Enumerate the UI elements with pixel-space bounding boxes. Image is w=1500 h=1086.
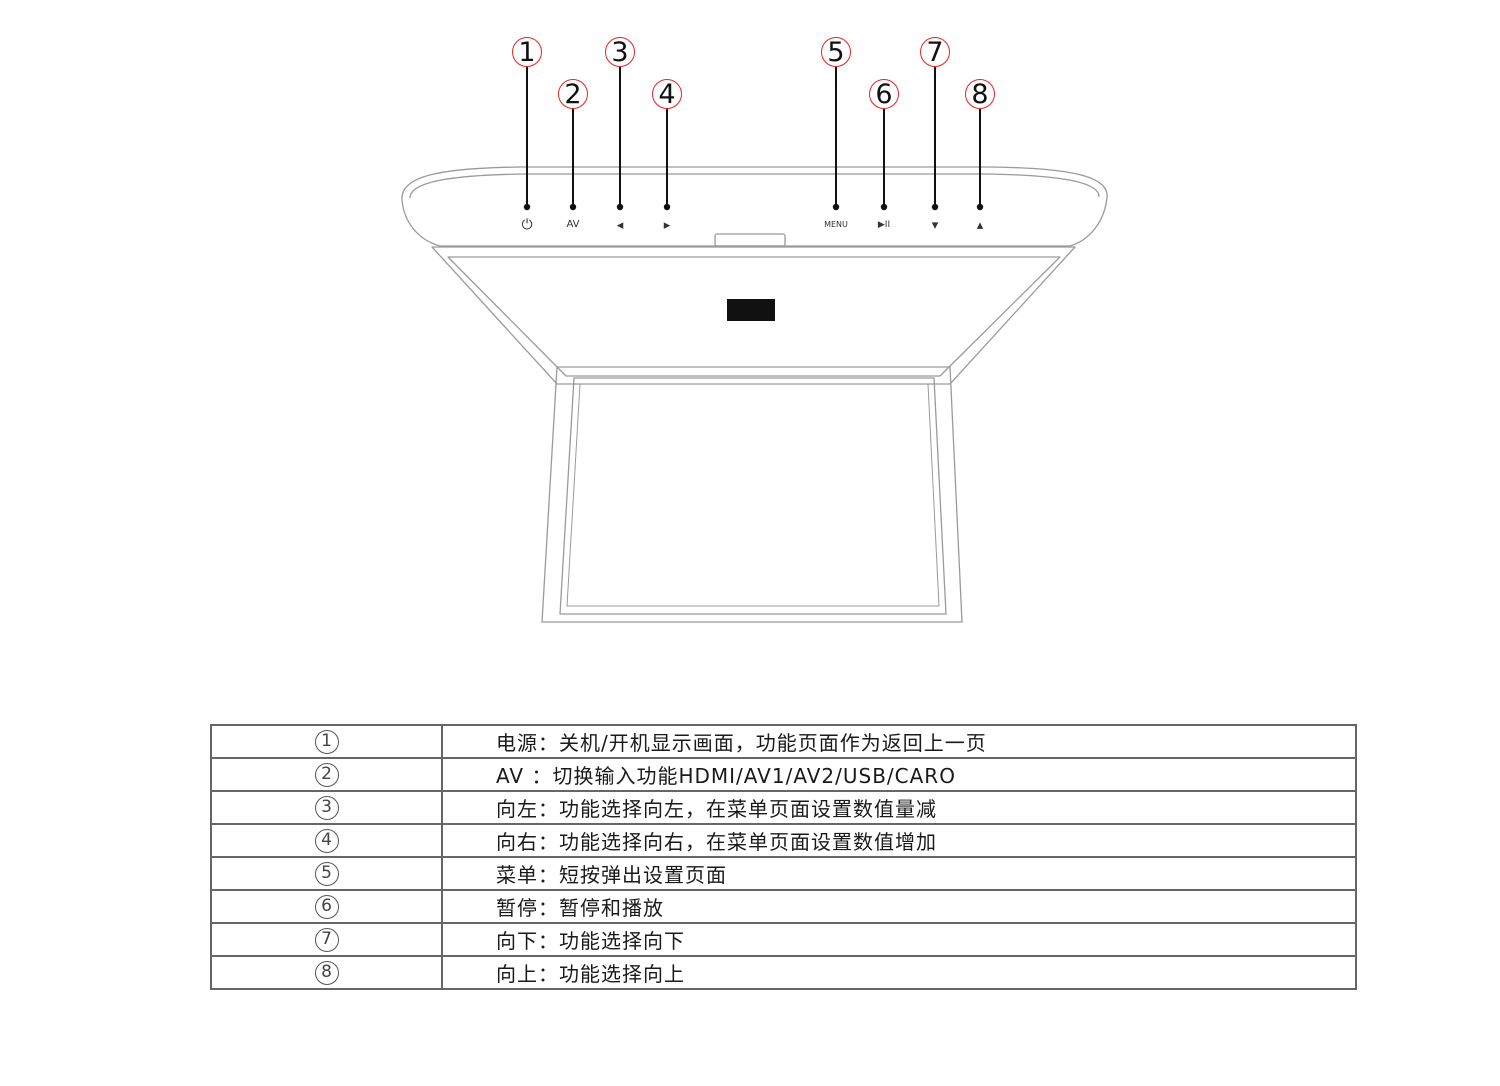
row-number: 2 [314, 762, 339, 787]
play-pause-icon: ▶II [877, 219, 891, 230]
row-description: 暂停：暂停和播放 [441, 889, 1357, 924]
menu-label: MENU [824, 220, 848, 229]
callout-number-3: 3 [605, 37, 635, 67]
row-description: 向左：功能选择向左，在菜单页面设置数值量减 [441, 790, 1357, 825]
table-row: 3 向左：功能选择向左，在菜单页面设置数值量减 [210, 790, 1357, 825]
back-panel-inner [447, 256, 1061, 377]
callout-number-8: 8 [965, 79, 995, 109]
ceiling-monitor-diagram [401, 67, 1108, 623]
row-number: 4 [314, 828, 339, 853]
table-row: 6 暂停：暂停和播放 [210, 889, 1357, 924]
leader-dot-2 [569, 203, 577, 211]
row-description: 向右：功能选择向右，在菜单页面设置数值增加 [441, 823, 1357, 858]
row-number-cell: 6 [210, 889, 443, 924]
back-panel-outer [431, 246, 1076, 385]
row-number: 3 [314, 795, 339, 820]
screen-frame-outer [541, 366, 963, 623]
hinge-tab [714, 233, 786, 247]
table-row: 5 菜单：短按弹出设置页面 [210, 856, 1357, 891]
ir-receiver-window [727, 299, 775, 321]
row-description: 菜单：短按弹出设置页面 [441, 856, 1357, 891]
table-row: 2 AV ：切换输入功能HDMI/AV1/AV2/USB/CARO [210, 757, 1357, 792]
leader-dot-1 [523, 203, 531, 211]
callout-number-1: 1 [512, 37, 542, 67]
callout-number-6: 6 [869, 79, 899, 109]
leader-dot-6 [880, 203, 888, 211]
table-row: 1 电源：关机/开机显示画面，功能页面作为返回上一页 [210, 724, 1357, 759]
row-description: 电源：关机/开机显示画面，功能页面作为返回上一页 [441, 724, 1357, 759]
leader-dot-7 [931, 203, 939, 211]
leader-dot-4 [663, 203, 671, 211]
callout-number-5: 5 [821, 37, 851, 67]
button-legend-table: 1 电源：关机/开机显示画面，功能页面作为返回上一页 2 AV ：切换输入功能HDMI… [210, 724, 1357, 990]
leader-dot-5 [832, 203, 840, 211]
leader-dot-3 [616, 203, 624, 211]
table-row: 4 向右：功能选择向右，在菜单页面设置数值增加 [210, 823, 1357, 858]
screen-display [566, 383, 940, 607]
callout-number-4: 4 [652, 79, 682, 109]
row-number: 7 [314, 927, 339, 952]
row-number: 6 [314, 894, 339, 919]
row-description: 向上：功能选择向上 [441, 955, 1357, 990]
housing-inner-edge [409, 173, 1100, 199]
row-number: 1 [314, 729, 339, 754]
row-number: 5 [314, 861, 339, 886]
row-number-cell: 7 [210, 922, 443, 957]
screen-frame-inner [559, 377, 947, 615]
left-arrow-icon: ◂ [616, 217, 624, 233]
row-number-cell: 8 [210, 955, 443, 990]
av-label: AV [566, 219, 580, 230]
row-description: 向下：功能选择向下 [441, 922, 1357, 957]
callout-number-2: 2 [558, 79, 588, 109]
row-number: 8 [314, 960, 339, 985]
table-row: 8 向上：功能选择向上 [210, 955, 1357, 990]
row-number-cell: 2 [210, 757, 443, 792]
row-number-cell: 1 [210, 724, 443, 759]
leader-dot-8 [976, 203, 984, 211]
right-arrow-icon: ▸ [663, 217, 671, 233]
housing-outer [401, 166, 1108, 247]
row-number-cell: 5 [210, 856, 443, 891]
table-row: 7 向下：功能选择向下 [210, 922, 1357, 957]
down-arrow-icon: ▾ [931, 217, 939, 233]
row-number-cell: 3 [210, 790, 443, 825]
row-number-cell: 4 [210, 823, 443, 858]
callout-number-7: 7 [920, 37, 950, 67]
up-arrow-icon: ▴ [976, 217, 984, 233]
row-description: AV ：切换输入功能HDMI/AV1/AV2/USB/CARO [441, 757, 1357, 792]
power-icon: ⏻ [521, 217, 533, 233]
